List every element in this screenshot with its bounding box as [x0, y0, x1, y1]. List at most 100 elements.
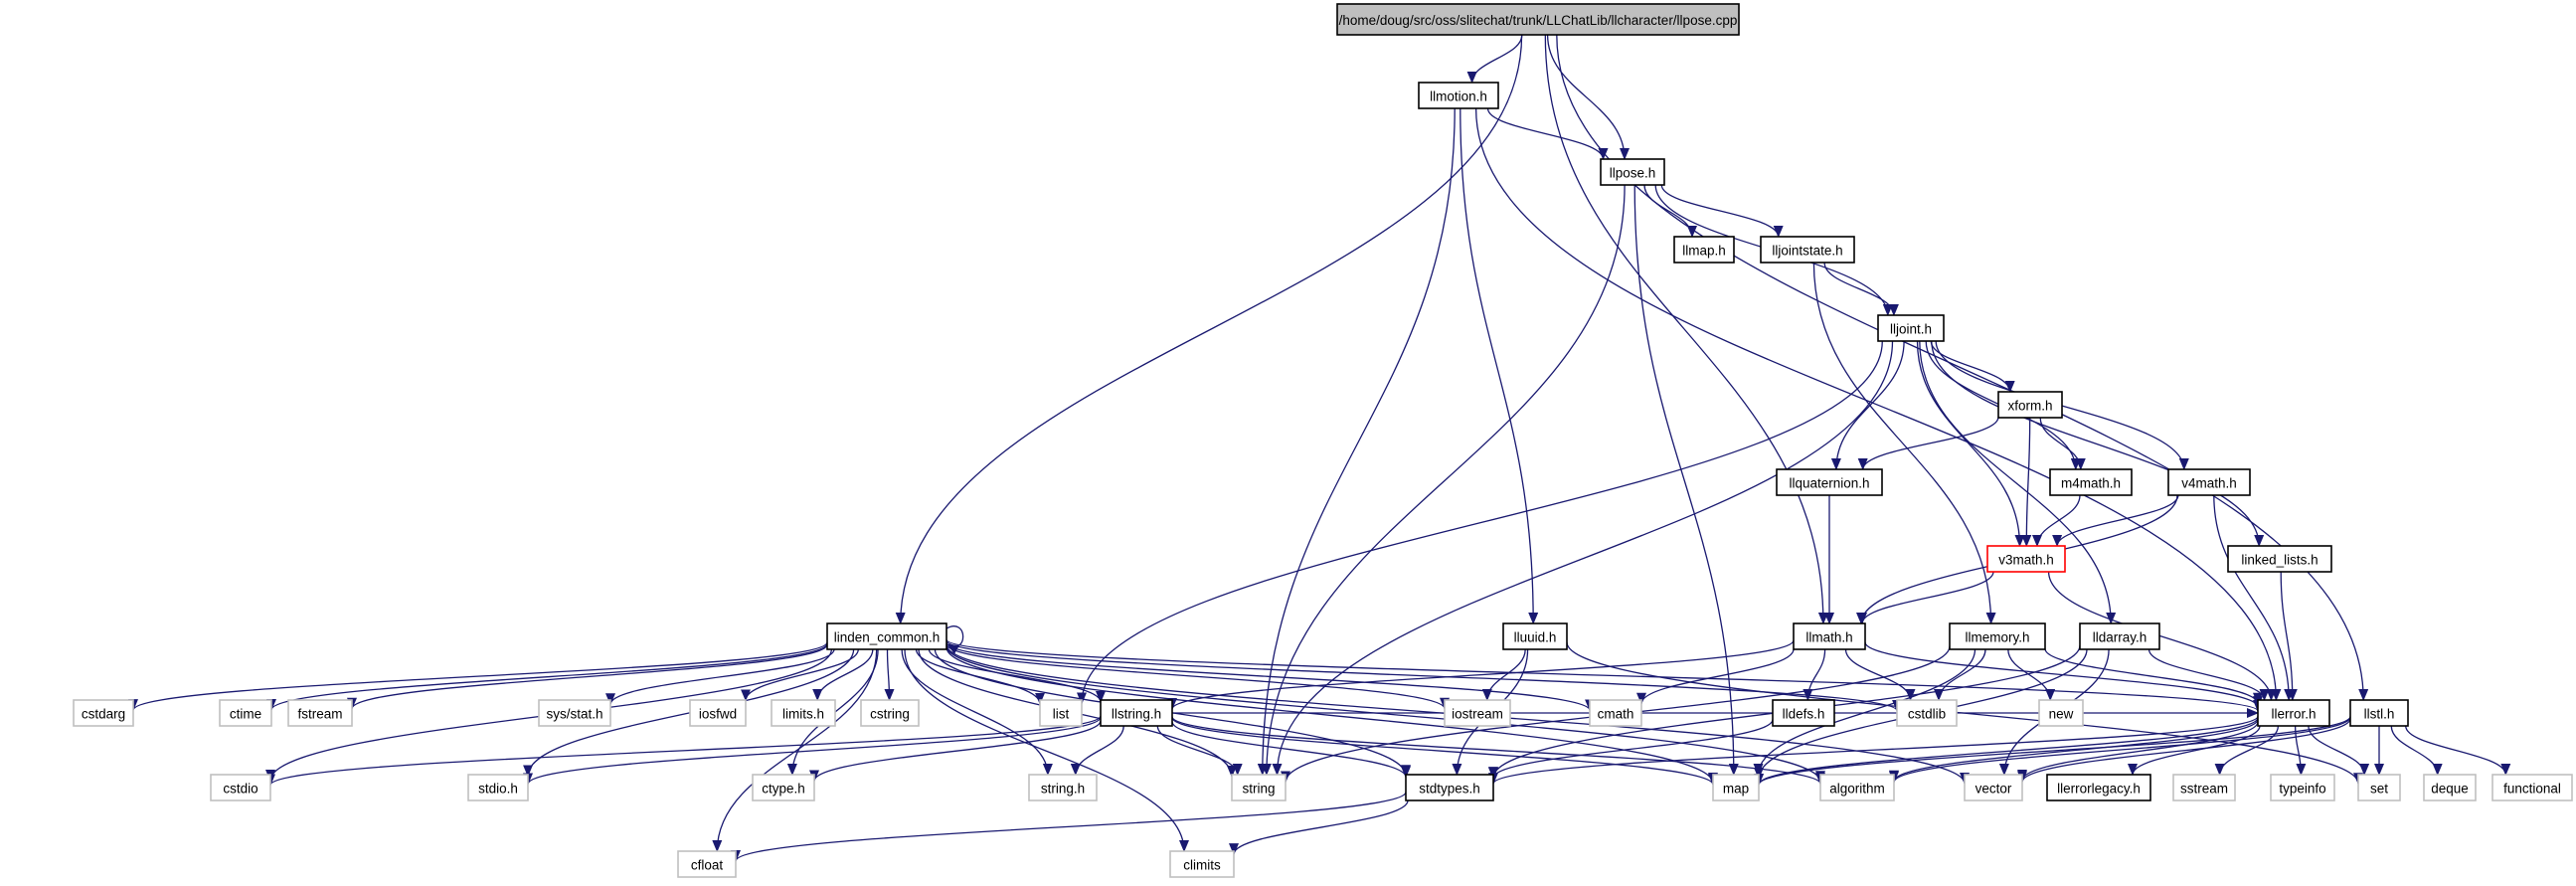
- node-label: ctype.h: [762, 782, 805, 797]
- node-lljointstate[interactable]: lljointstate.h: [1760, 236, 1855, 264]
- edge-llstl-to-algorithm: [1889, 716, 2351, 784]
- edge-xform-to-m4math: [2039, 417, 2086, 470]
- node-label: v4math.h: [2181, 476, 2237, 491]
- node-linden_common[interactable]: linden_common.h: [826, 622, 947, 650]
- node-label: climits: [1183, 858, 1221, 873]
- node-label: lljointstate.h: [1772, 244, 1842, 259]
- node-label: llmotion.h: [1430, 89, 1487, 104]
- edge-llpose-to-map: [1633, 184, 1739, 776]
- node-lldarray[interactable]: lldarray.h: [2079, 622, 2160, 650]
- node-label: xform.h: [2007, 399, 2052, 414]
- node-llerror[interactable]: llerror.h: [2257, 699, 2330, 727]
- node-cmath: cmath: [1589, 699, 1642, 727]
- edge-llstring-to-stringh: [1070, 725, 1124, 776]
- node-box: [1100, 699, 1173, 727]
- node-box: [2046, 774, 2151, 801]
- node-box: [1418, 82, 1499, 109]
- node-label: vector: [1975, 782, 2012, 797]
- node-label: cfloat: [691, 858, 724, 873]
- node-llerrorlegacy[interactable]: llerrorlegacy.h: [2046, 774, 2151, 801]
- node-llpose[interactable]: llpose.h: [1600, 158, 1665, 186]
- edge-llmotion-to-lluuid: [1460, 107, 1539, 624]
- node-box: [1986, 545, 2066, 573]
- node-deque: deque: [2423, 774, 2477, 801]
- node-lluuid[interactable]: lluuid.h: [1502, 622, 1568, 650]
- edge-llmotion-to-string: [1257, 107, 1456, 776]
- node-label: list: [1053, 707, 1070, 722]
- node-box: [1502, 622, 1568, 650]
- node-label: sys/stat.h: [546, 707, 602, 722]
- node-label: algorithm: [1829, 782, 1885, 797]
- node-xform[interactable]: xform.h: [1997, 391, 2063, 419]
- edge-lljointstate-to-llmemory: [1812, 262, 1996, 624]
- node-llmath[interactable]: llmath.h: [1793, 622, 1866, 650]
- edge-v4math-to-llerror: [2213, 494, 2295, 701]
- edge-lljoint-to-xform: [1930, 340, 2015, 393]
- node-ctype: ctype.h: [752, 774, 815, 801]
- node-label: llmath.h: [1805, 630, 1852, 645]
- node-v3math[interactable]: v3math.h: [1986, 545, 2066, 573]
- node-sstream: sstream: [2172, 774, 2236, 801]
- node-set: set: [2357, 774, 2401, 801]
- node-label: llerror.h: [2271, 707, 2316, 722]
- edge-lldefs-to-stdtypes: [1488, 719, 1774, 780]
- node-box: [752, 774, 815, 801]
- edge-linden_common-to-map: [945, 646, 1718, 785]
- node-label: llmap.h: [1682, 244, 1726, 259]
- node-cfloat: cfloat: [677, 850, 737, 878]
- edge-layer: [128, 34, 2511, 862]
- edge-root-to-linden_common: [895, 34, 1523, 624]
- node-root[interactable]: /home/doug/src/oss/slitechat/trunk/LLCha…: [1336, 3, 1740, 36]
- edge-linden_common-to-stringh: [901, 648, 1053, 776]
- edge-lljoint-to-linked_lists: [1931, 340, 2265, 547]
- edge-linden_common-to-cstdarg: [128, 641, 828, 712]
- node-box: [1793, 622, 1866, 650]
- node-cstdlib: cstdlib: [1896, 699, 1958, 727]
- node-list: list: [1039, 699, 1083, 727]
- node-box: [1760, 236, 1855, 264]
- node-string: string: [1231, 774, 1287, 801]
- node-lldefs[interactable]: lldefs.h: [1772, 699, 1835, 727]
- node-v4math[interactable]: v4math.h: [2167, 468, 2251, 496]
- node-label: functional: [2503, 782, 2561, 797]
- node-llquaternion[interactable]: llquaternion.h: [1776, 468, 1883, 496]
- edge-stdtypes-to-cfloat: [731, 791, 1407, 862]
- node-lljoint[interactable]: lljoint.h: [1877, 314, 1945, 342]
- node-box: [1039, 699, 1083, 727]
- node-label: cmath: [1598, 707, 1634, 722]
- node-llmap[interactable]: llmap.h: [1673, 236, 1735, 264]
- node-label: llerrorlegacy.h: [2057, 782, 2141, 797]
- edge-llerror-to-map: [1754, 717, 2259, 786]
- node-label: lldefs.h: [1783, 707, 1825, 722]
- node-m4math[interactable]: m4math.h: [2049, 468, 2133, 496]
- node-box: [1231, 774, 1287, 801]
- edge-linden_common-to-algorithm: [945, 645, 1825, 784]
- node-linked_lists[interactable]: linked_lists.h: [2227, 545, 2332, 573]
- edge-lluuid-to-iostream: [1481, 648, 1526, 701]
- edge-linden_common-to-iosfwd: [741, 648, 859, 702]
- edge-llstring-to-map: [1171, 717, 1718, 787]
- node-label: new: [2049, 707, 2074, 722]
- node-llstring[interactable]: llstring.h: [1100, 699, 1173, 727]
- node-stdtypes[interactable]: stdtypes.h: [1405, 774, 1494, 801]
- edge-llmemory-to-cstdlib: [1934, 648, 1986, 701]
- node-label: llquaternion.h: [1789, 476, 1869, 491]
- node-ctime: ctime: [219, 699, 272, 727]
- edge-linden_common-to-cstdlib: [945, 639, 1902, 712]
- edge-lljoint-to-v3math: [1916, 340, 2025, 547]
- node-llstl[interactable]: llstl.h: [2349, 699, 2409, 727]
- edge-linden_common-to-cmath: [945, 641, 1595, 712]
- node-box: [219, 699, 272, 727]
- edge-linden_common-to-cstring: [884, 648, 895, 701]
- node-box: [1896, 699, 1958, 727]
- node-box: [73, 699, 134, 727]
- node-llmemory[interactable]: llmemory.h: [1949, 622, 2046, 650]
- node-label: cstdlib: [1908, 707, 1946, 722]
- edge-llmotion-to-llpose: [1486, 107, 1609, 160]
- edge-linden_common-to-climits: [904, 648, 1189, 852]
- edge-llstl-to-deque: [2390, 725, 2443, 776]
- node-llmotion[interactable]: llmotion.h: [1418, 82, 1499, 109]
- node-box: [771, 699, 836, 727]
- node-label: map: [1723, 782, 1749, 797]
